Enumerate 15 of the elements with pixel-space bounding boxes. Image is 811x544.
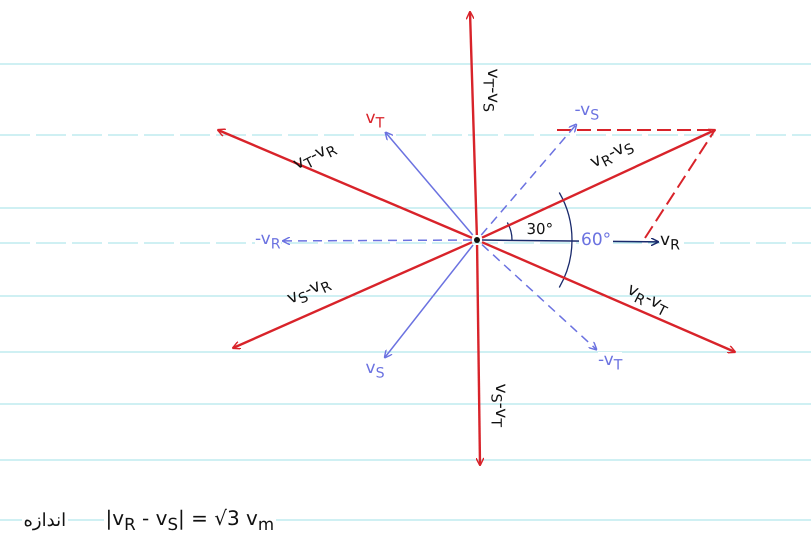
- arrow: [384, 131, 474, 236]
- note-text: اندازه: [22, 512, 68, 530]
- arrow: [482, 128, 716, 239]
- arrow: [475, 244, 485, 467]
- arrow: [482, 241, 736, 354]
- angle-label: 60°: [579, 232, 614, 248]
- arrow: [216, 128, 472, 239]
- arrow: [466, 10, 478, 236]
- arrow: [281, 236, 472, 246]
- arrow: [480, 123, 578, 236]
- arrow: [384, 244, 474, 359]
- arrow: [482, 244, 598, 351]
- origin-point: [474, 237, 480, 243]
- vector-label: -v$_{T}$: [598, 352, 622, 372]
- arrow: [232, 241, 472, 350]
